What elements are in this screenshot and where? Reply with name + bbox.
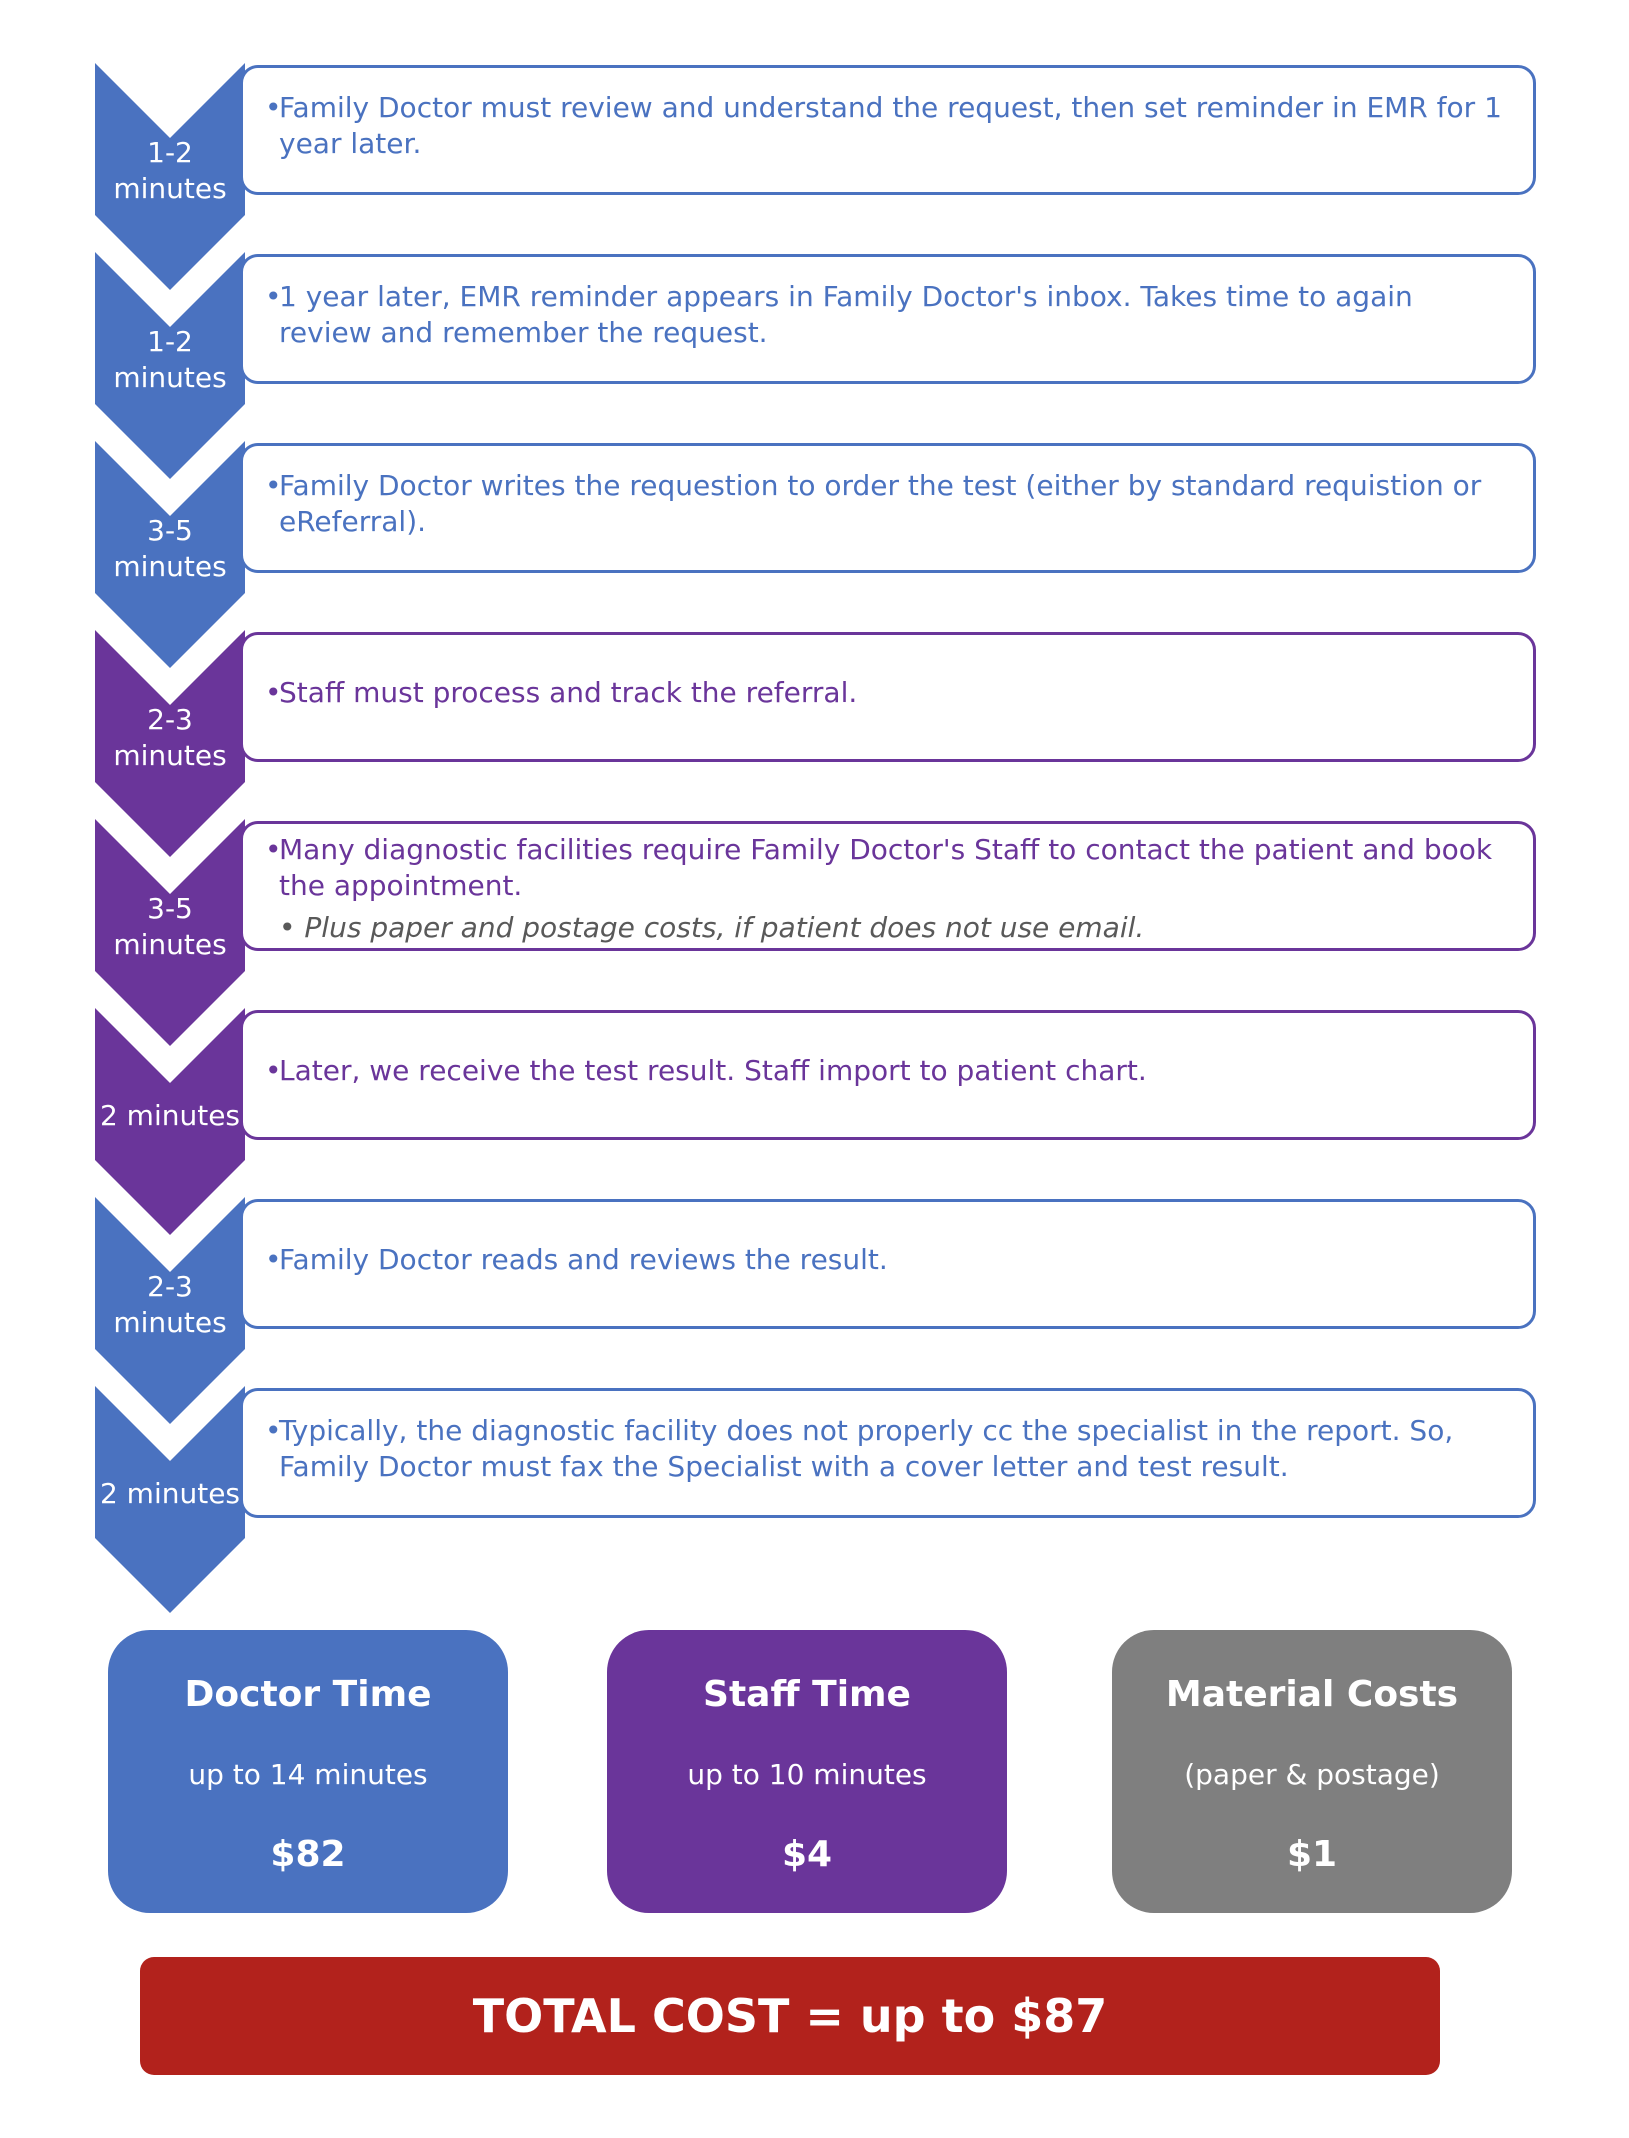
summary-title: Staff Time (703, 1674, 911, 1715)
staff-time-summary: Staff Time up to 10 minutes $4 (607, 1630, 1007, 1913)
workflow-step-2: 1-2 minutes •1 year later, EMR reminder … (0, 252, 1629, 482)
chevron-arrow-icon (95, 252, 245, 482)
step-time-label: 1-2 minutes (113, 325, 227, 394)
step-time-label: 2 minutes (99, 1099, 241, 1132)
summary-cost: $82 (270, 1834, 346, 1875)
summary-title: Doctor Time (184, 1674, 432, 1715)
bullet-icon: • (265, 833, 282, 866)
summary-cost: $1 (1286, 1834, 1338, 1875)
step-description-box: •Staff must process and track the referr… (240, 632, 1536, 762)
summary-cost: $4 (781, 1834, 833, 1875)
total-cost-banner: TOTAL COST = up to $87 (140, 1957, 1440, 2075)
step-description-box: •Family Doctor reads and reviews the res… (240, 1199, 1536, 1329)
chevron-arrow-icon (95, 1197, 245, 1427)
step-description: Many diagnostic facilities require Famil… (279, 833, 1493, 902)
step-description: 1 year later, EMR reminder appears in Fa… (279, 280, 1413, 349)
step-time-label: 3-5 minutes (113, 892, 227, 961)
summary-title: Material Costs (1165, 1674, 1459, 1715)
step-description-box: •1 year later, EMR reminder appears in F… (240, 254, 1536, 384)
chevron-arrow-icon (95, 63, 245, 293)
step-description: Staff must process and track the referra… (279, 676, 858, 709)
material-costs-summary: Material Costs (paper & postage) $1 (1112, 1630, 1512, 1913)
bullet-icon: • (265, 91, 282, 124)
step-time-label: 2-3 minutes (113, 703, 227, 772)
bullet-icon: • (265, 676, 282, 709)
workflow-step-5: 3-5 minutes •Many diagnostic facilities … (0, 819, 1629, 1049)
bullet-icon: • (265, 1243, 282, 1276)
workflow-step-6: 2 minutes •Later, we receive the test re… (0, 1008, 1629, 1238)
workflow-step-1: 1-2 minutes •Family Doctor must review a… (0, 63, 1629, 293)
workflow-step-3: 3-5 minutes •Family Doctor writes the re… (0, 441, 1629, 671)
step-subnote: • Plus paper and postage costs, if patie… (279, 911, 1145, 944)
bullet-icon: • (265, 280, 282, 313)
bullet-icon: • (265, 469, 282, 502)
workflow-step-8: 2 minutes •Typically, the diagnostic fac… (0, 1386, 1629, 1616)
doctor-time-summary: Doctor Time up to 14 minutes $82 (108, 1630, 508, 1913)
chevron-arrow-icon (95, 1386, 245, 1616)
step-description-box: •Typically, the diagnostic facility does… (240, 1388, 1536, 1518)
summary-subtitle: (paper & postage) (1184, 1758, 1440, 1791)
summary-subtitle: up to 14 minutes (188, 1758, 428, 1791)
chevron-arrow-icon (95, 630, 245, 860)
step-description-box: •Family Doctor must review and understan… (240, 65, 1536, 195)
bullet-icon: • (265, 1414, 282, 1447)
step-time-label: 1-2 minutes (113, 136, 227, 205)
step-description: Typically, the diagnostic facility does … (279, 1414, 1454, 1483)
workflow-step-7: 2-3 minutes •Family Doctor reads and rev… (0, 1197, 1629, 1427)
step-description: Family Doctor writes the requestion to o… (279, 469, 1482, 538)
step-description: Family Doctor must review and understand… (279, 91, 1502, 160)
workflow-step-4: 2-3 minutes •Staff must process and trac… (0, 630, 1629, 860)
step-description: Family Doctor reads and reviews the resu… (279, 1243, 888, 1276)
step-time-label: 2 minutes (99, 1477, 241, 1510)
step-time-label: 2-3 minutes (113, 1270, 227, 1339)
summary-subtitle: up to 10 minutes (687, 1758, 927, 1791)
step-description-box: •Family Doctor writes the requestion to … (240, 443, 1536, 573)
chevron-arrow-icon (95, 441, 245, 671)
step-description-box: •Later, we receive the test result. Staf… (240, 1010, 1536, 1140)
step-description-box: •Many diagnostic facilities require Fami… (240, 821, 1536, 951)
chevron-arrow-icon (95, 819, 245, 1049)
step-description: Later, we receive the test result. Staff… (279, 1054, 1147, 1087)
bullet-icon: • (265, 1054, 282, 1087)
step-time-label: 3-5 minutes (113, 514, 227, 583)
chevron-arrow-icon (95, 1008, 245, 1238)
